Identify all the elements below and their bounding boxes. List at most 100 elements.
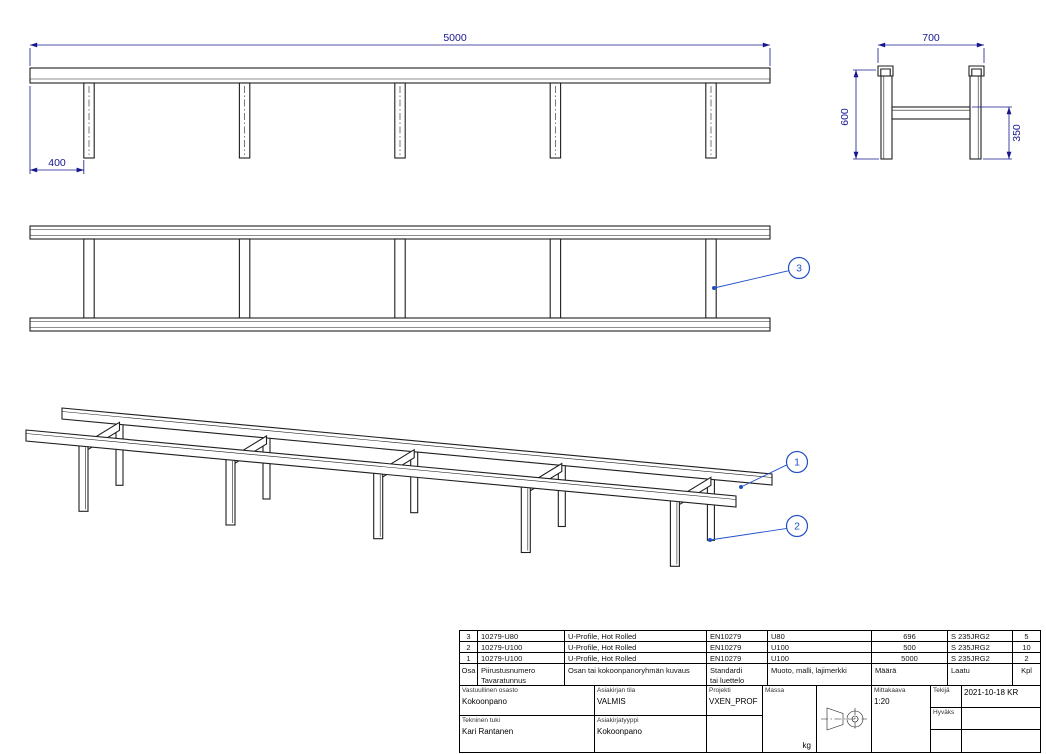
dim-mid-label: 350 [1011,124,1023,142]
bom-cell-quantity: 5000 [872,653,948,664]
doc-status-value: VALMIS [597,696,626,706]
bom-cell-grade: S 235JRG2 [948,642,1013,653]
bom-cell-quantity: 696 [872,631,948,642]
empty-cell [931,730,962,753]
dim-height: 600 [839,69,879,160]
section-rail-left [877,65,894,77]
approved-label: Hyväks [933,709,955,716]
project-value: VXEN_PROF [709,696,758,706]
bom-cell-number: 10279-U80 [478,631,565,642]
dim-length: 5000 [29,32,771,66]
iso-view: 1 2 [25,407,809,567]
bom-cell-pieces: 5 [1013,631,1041,642]
approved-label-cell: Hyväks [931,708,962,730]
doc-type-label: Asiakirjatyyppi [597,717,639,724]
mass-unit: kg [802,741,811,750]
bom-cell-number: 10279-U100 [478,642,565,653]
tech-support-cell: Tekninen tuki Kari Rantanen [460,716,595,753]
projection-symbol-cell [817,686,872,753]
front-view: 5000 400 [29,32,771,174]
bom-cell-pos: 2 [460,642,478,653]
section-crossmember [891,106,971,120]
bom-cell-grade: S 235JRG2 [948,653,1013,664]
bom-table: 3 10279-U80 U-Profile, Hot Rolled EN1027… [459,630,1041,686]
section-rail-right [968,65,985,77]
author-label: Tekijä [933,687,950,694]
dim-mid: 350 [972,106,1023,160]
tech-support-label: Tekninen tuki [462,717,500,724]
plan-crossmembers [83,238,717,319]
bom-header-desc: Osan tai kokoonpanoryhmän kuvaus [565,664,707,686]
empty-cell [962,730,1041,753]
iso-rail-back [61,407,773,486]
author-value: 2021-10-18 KR [964,688,1019,697]
dim-width: 700 [877,32,985,63]
dim-width-label: 700 [922,32,940,44]
doc-status-cell: Asiakirjan tila VALMIS [595,686,707,716]
iso-rail-front [25,429,737,508]
balloon-3: 3 [712,256,811,290]
bom-header-standard: Standardi tai luettelo [707,664,768,686]
title-block: Vastuullinen osasto Kokoonpano Tekninen … [459,686,1041,753]
bom-cell-pos: 1 [460,653,478,664]
doc-type-cell: Asiakirjatyyppi Kokoonpano [595,716,707,753]
responsible-dept-label: Vastuullinen osasto [462,687,518,694]
bom-header-quantity: Määrä [872,664,948,686]
balloon-2: 2 [708,514,809,542]
bom-cell-pieces: 10 [1013,642,1041,653]
balloon-1-label: 1 [794,457,800,469]
bom-cell-desc: U-Profile, Hot Rolled [565,642,707,653]
author-value-cell: 2021-10-18 KR [962,686,1041,708]
plan-view: 3 [29,225,811,332]
author-label-cell: Tekijä [931,686,962,708]
bom-cell-shape: U100 [768,653,872,664]
empty-cell [707,716,763,753]
projection-symbol-icon [821,707,867,731]
scale-value: 1:20 [874,696,890,706]
responsible-dept-cell: Vastuullinen osasto Kokoonpano [460,686,595,716]
bom-cell-shape: U80 [768,631,872,642]
mass-label: Massa [765,687,785,694]
bom-header-grade: Laatu [948,664,1013,686]
dim-height-label: 600 [839,108,851,126]
doc-status-label: Asiakirjan tila [597,687,636,694]
dim-offset: 400 [29,86,85,174]
doc-type-value: Kokoonpano [597,726,642,736]
bom-cell-desc: U-Profile, Hot Rolled [565,653,707,664]
plan-rail-bottom [29,317,771,332]
dim-offset-label: 400 [48,157,66,169]
balloon-3-label: 3 [796,263,802,275]
bom-cell-standard: EN10279 [707,631,768,642]
scale-cell: Mittakaava 1:20 [872,686,931,753]
project-cell: Projekti VXEN_PROF [707,686,763,716]
bom-cell-quantity: 500 [872,642,948,653]
project-label: Projekti [709,687,731,694]
plan-rail-top [29,225,771,240]
bom-header-number: Piirustusnumero Tavaratunnus [478,664,565,686]
bom-cell-pos: 3 [460,631,478,642]
balloon-1: 1 [739,450,809,489]
section-leg-left [880,75,893,160]
tech-support-value: Kari Rantanen [462,726,514,736]
front-rail-beam [29,67,771,84]
bom-cell-number: 10279-U100 [478,653,565,664]
balloon-2-label: 2 [794,521,800,533]
mass-cell: Massa kg [763,686,817,753]
bom-cell-desc: U-Profile, Hot Rolled [565,631,707,642]
bom-header-pieces: Kpl [1013,664,1041,686]
iso-front-legs [78,444,680,567]
bom-cell-shape: U100 [768,642,872,653]
bom-cell-pieces: 2 [1013,653,1041,664]
bom-cell-grade: S 235JRG2 [948,631,1013,642]
empty-cell [962,708,1041,730]
dim-length-label: 5000 [443,32,467,44]
responsible-dept-value: Kokoonpano [462,696,507,706]
scale-label: Mittakaava [874,687,906,694]
bom-cell-standard: EN10279 [707,653,768,664]
bom-cell-standard: EN10279 [707,642,768,653]
bom-header-shape: Muoto, malli, lajimerkki [768,664,872,686]
bom-header-pos: Osa [460,664,478,686]
section-leg-right [969,75,982,160]
